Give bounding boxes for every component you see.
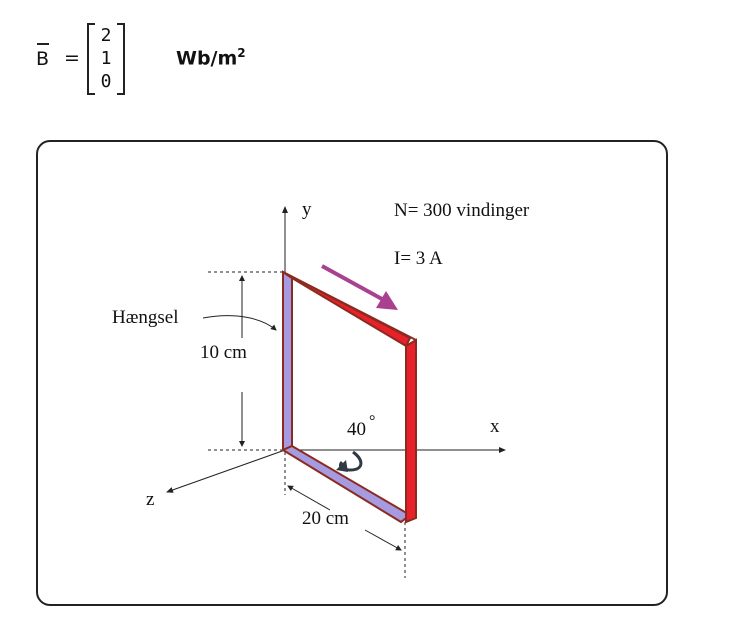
coil-right-side — [405, 338, 417, 524]
width-arrow-left — [287, 485, 331, 511]
turns-label: N= 300 vindinger — [394, 200, 530, 221]
z-axis-label: z — [146, 489, 154, 510]
angle-arc-icon — [338, 450, 363, 472]
width-arrow-right — [364, 529, 402, 551]
hinge-label: Hængsel — [112, 307, 179, 328]
coil-left-side — [282, 270, 293, 452]
hinge-leader-line — [202, 315, 277, 331]
field-vector-matrix: 2 1 0 — [87, 23, 125, 95]
height-label: 10 cm — [200, 342, 247, 363]
angle-value: 40 — [347, 419, 366, 440]
vector-bar — [37, 43, 49, 45]
vector-component-z: 0 — [100, 71, 112, 92]
current-arrowhead — [376, 291, 398, 310]
current-label: I= 3 A — [394, 248, 443, 269]
angle-degree-sign: ° — [369, 413, 375, 430]
coil-diagram-frame — [36, 140, 668, 606]
y-axis-label: y — [302, 199, 312, 220]
vector-component-x: 2 — [100, 25, 112, 46]
current-direction-arrow — [321, 264, 383, 301]
x-axis-label: x — [490, 416, 500, 437]
coil-top-edge — [282, 271, 417, 341]
coil-frame — [280, 270, 417, 524]
b-vector-symbol: B — [36, 43, 49, 70]
angle-arc-arrowhead — [336, 460, 348, 472]
field-unit: Wb/m2 — [176, 46, 246, 70]
equals-sign: = — [64, 47, 80, 69]
z-axis — [166, 449, 286, 493]
magnetic-field-formula: B = 2 1 0 Wb/m2 — [36, 20, 336, 100]
width-label: 20 cm — [302, 508, 349, 529]
vector-component-y: 1 — [100, 48, 112, 69]
